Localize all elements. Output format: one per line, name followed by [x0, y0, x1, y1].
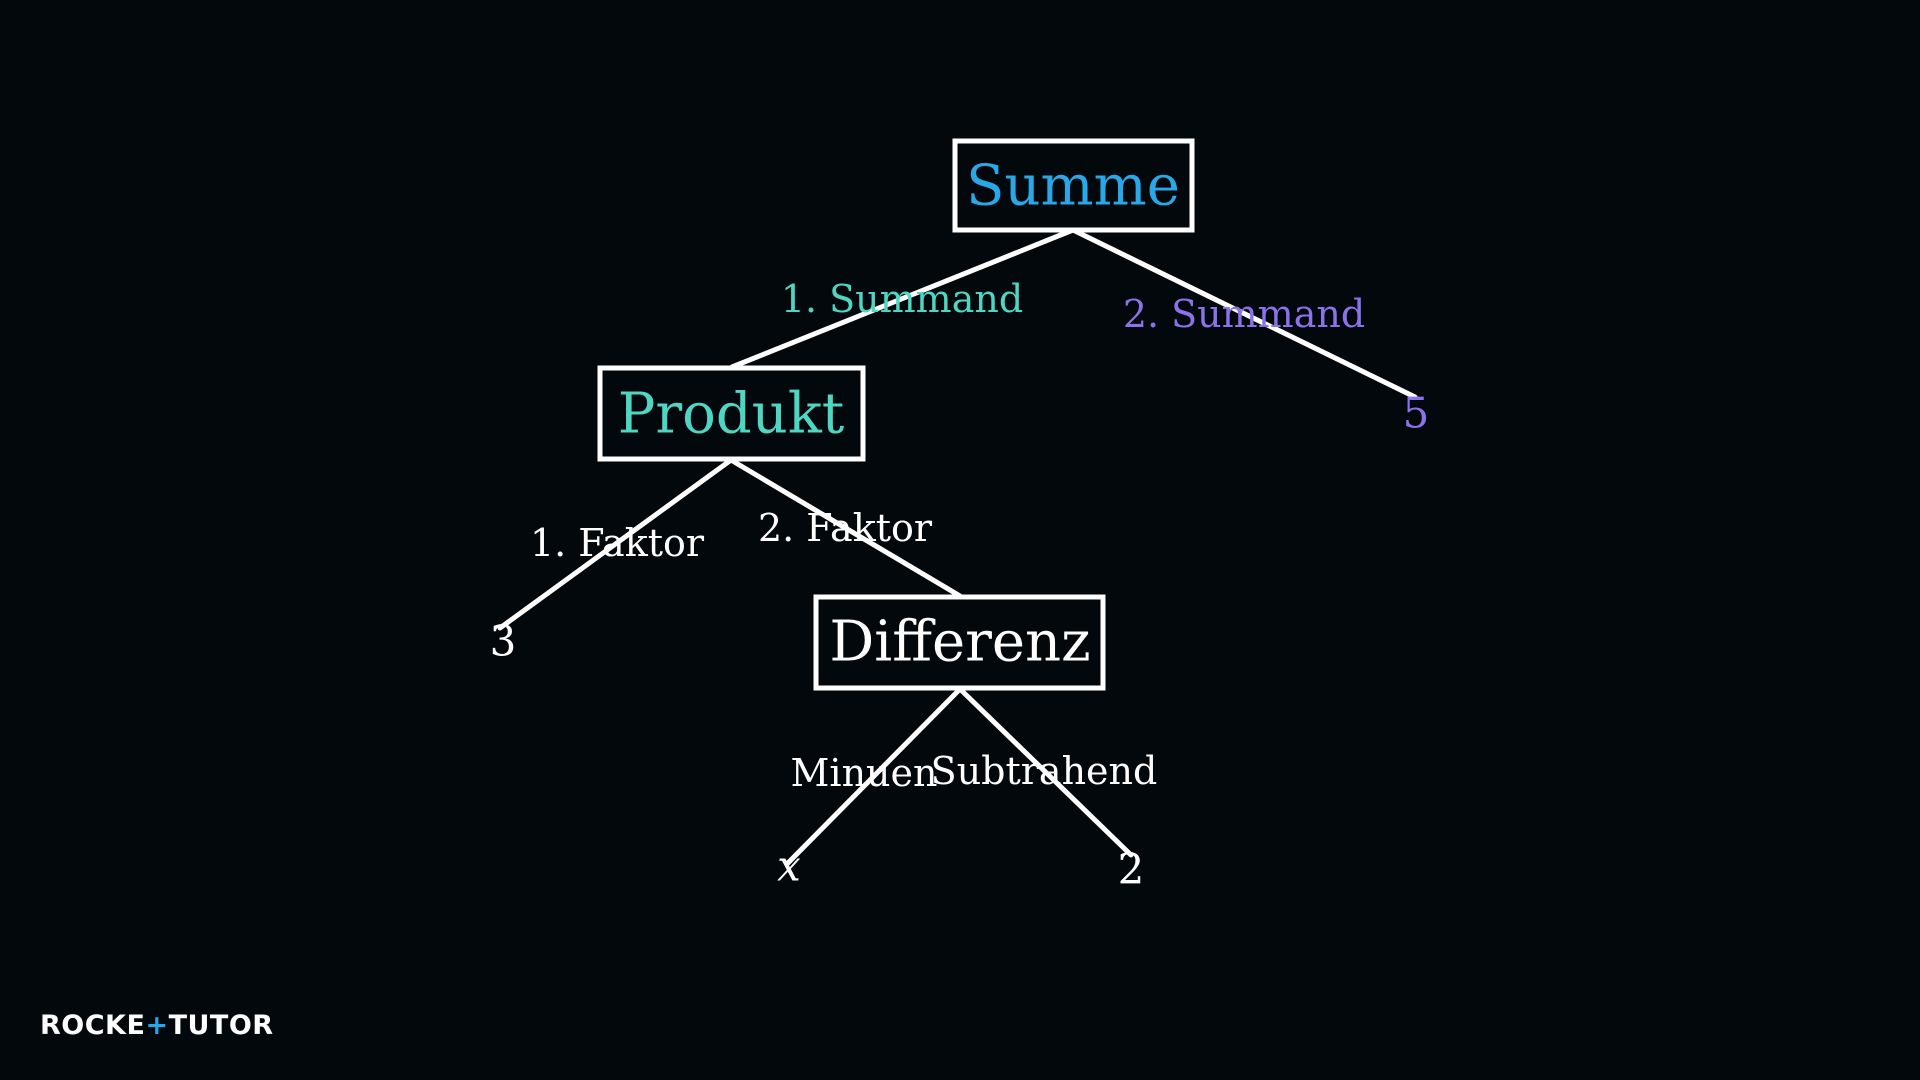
leaf-three: 3 [490, 617, 517, 666]
differenz-node-label: Differenz [829, 610, 1090, 675]
logo-text-tuto: TUTO [168, 1010, 253, 1041]
edge-produkt-differenz [728, 457, 963, 599]
edge-summe-five [1070, 227, 1418, 400]
logo-text-rocke: ROCKE [40, 1010, 146, 1041]
rockettutor-logo: ROCKE + TUTO R [40, 1010, 274, 1041]
faktor1-label: 1. Faktor [530, 521, 705, 565]
subtrahend-label: Subtrahend [931, 749, 1158, 793]
faktor2-label: 2. Faktor [758, 506, 933, 550]
edge-summe-produkt [729, 227, 1076, 370]
produkt-node-label: Produkt [618, 382, 845, 447]
produkt-node-box [597, 365, 866, 462]
differenz-node-box [813, 594, 1106, 691]
edge-differenz-x [784, 686, 963, 867]
logo-text-r: R [252, 1010, 274, 1041]
summe-node-label: Summe [966, 154, 1180, 219]
leaf-x: x [777, 842, 801, 891]
minuend-label: Minuen [791, 751, 938, 795]
summe-node-box [952, 138, 1195, 233]
leaf-two: 2 [1118, 845, 1145, 894]
leaf-five: 5 [1403, 389, 1430, 438]
edge-differenz-two [957, 686, 1134, 858]
summand1-label: 1. Summand [781, 277, 1023, 321]
summand2-label: 2. Summand [1123, 292, 1365, 336]
logo-plus-icon: + [145, 1010, 169, 1041]
edge-produkt-three [497, 457, 734, 631]
